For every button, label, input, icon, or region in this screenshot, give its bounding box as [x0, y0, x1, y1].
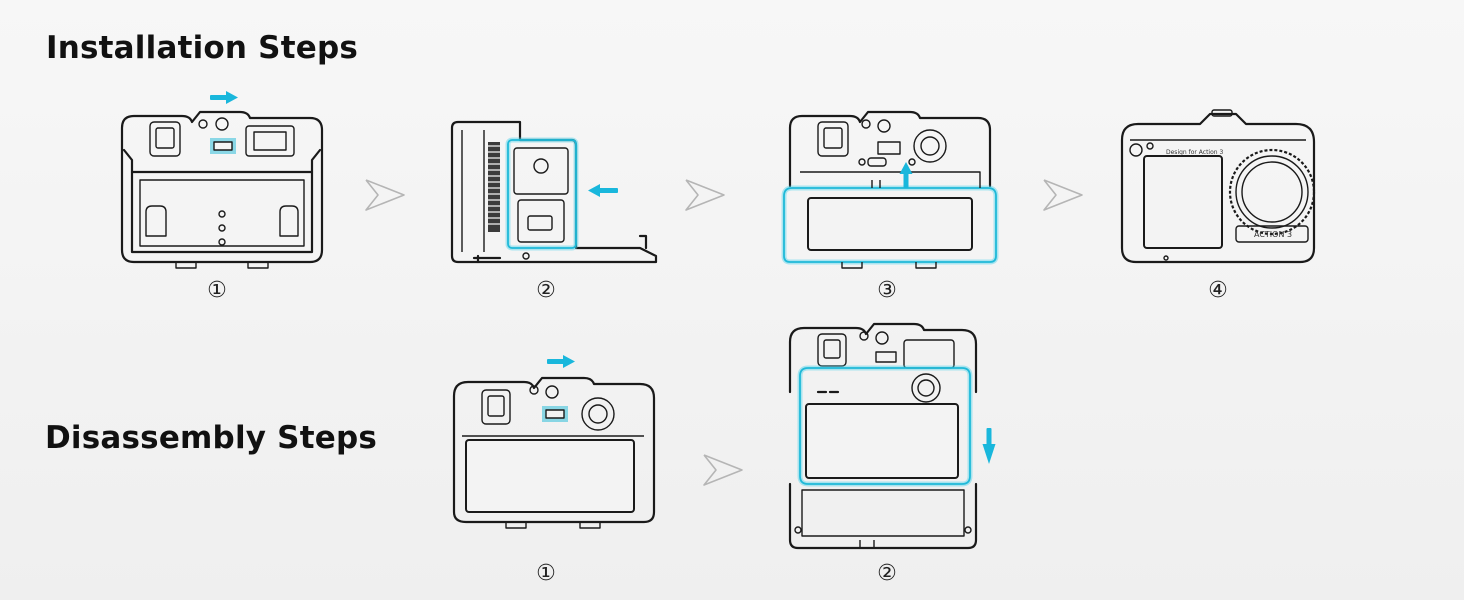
install-step-2-illustration [450, 120, 658, 264]
disasm-step-2-marker: ② [877, 561, 897, 586]
chevron-right-icon [365, 179, 405, 211]
install-step-2-marker: ② [536, 278, 556, 303]
chevron-right-icon [703, 454, 743, 486]
disasm-step-1-arrow-icon [547, 355, 575, 368]
install-step-1-illustration [120, 110, 324, 269]
install-step-3-arrow-icon [899, 162, 913, 188]
install-step-1-marker: ① [207, 278, 227, 303]
disasm-step-1-marker: ① [536, 561, 556, 586]
install-step-4-marker: ④ [1208, 278, 1228, 303]
chevron-right-icon [1043, 179, 1083, 211]
install-step-4-illustration: Design for Action 3 ACTION 3 [1120, 109, 1316, 264]
install-step-1-arrow-icon [210, 91, 238, 104]
install-step-3-marker: ③ [877, 278, 897, 303]
disassembly-heading: Disassembly Steps [45, 420, 377, 456]
engraving-text: Design for Action 3 [1166, 149, 1223, 156]
installation-heading: Installation Steps [46, 30, 358, 66]
disasm-step-1-illustration [452, 376, 656, 529]
chevron-right-icon [685, 179, 725, 211]
action-logo-text: ACTION 3 [1254, 230, 1292, 239]
install-step-2-arrow-icon [588, 184, 618, 197]
disasm-step-2-arrow-icon [982, 428, 996, 464]
install-step-3-illustration [781, 110, 999, 269]
disasm-step-2-illustration [788, 322, 978, 550]
